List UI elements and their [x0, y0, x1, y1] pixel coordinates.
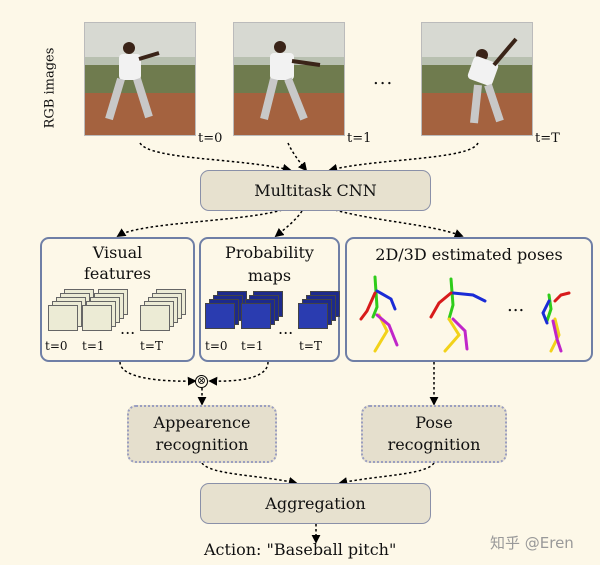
multitask-cnn-label: Multitask CNN — [254, 181, 377, 200]
aggregation-box: Aggregation — [200, 483, 431, 524]
pose-recognition-line1: Pose — [415, 412, 453, 432]
estimated-poses-title: 2D/3D estimated poses — [375, 245, 563, 264]
probability-maps-ellipsis: ... — [278, 319, 294, 338]
watermark: 知乎 @Eren — [490, 534, 574, 552]
arrow-frameT-to-cnn — [328, 142, 479, 173]
rgb-frame-tT — [421, 22, 533, 136]
rgb-frame-t0 — [84, 22, 196, 136]
arrow-cnn-to-poses — [334, 209, 464, 238]
rgb-images-label: RGB images — [42, 47, 58, 129]
rgb-frame-t1 — [233, 22, 345, 136]
estimated-poses-panel: 2D/3D estimated poses — [345, 237, 593, 362]
appearance-recognition-box: Appearence recognition — [127, 405, 277, 463]
frame-label-tT: t=T — [535, 131, 560, 146]
prob-label-t1: t=1 — [241, 339, 264, 353]
frame-label-t0: t=0 — [198, 131, 223, 146]
pose-recognition-box: Pose recognition — [361, 405, 507, 463]
combine-symbol: ⊗ — [195, 374, 208, 388]
frame-label-t1: t=1 — [347, 131, 372, 146]
pose-recognition-line2: recognition — [387, 435, 481, 454]
probability-maps-title-line2: maps — [247, 266, 292, 285]
visual-label-t0: t=0 — [45, 339, 68, 353]
frames-ellipsis: ... — [373, 68, 394, 89]
arrow-frame1-to-cnn — [287, 142, 308, 172]
action-output: Action: "Baseball pitch" — [204, 540, 397, 559]
appearance-recognition-line1: Appearence — [153, 412, 251, 432]
arrow-poserec-to-agg — [338, 462, 435, 487]
visual-label-t1: t=1 — [82, 339, 105, 353]
probability-maps-panel: Probability maps ... t=0 t=1 t=T — [199, 237, 340, 362]
arrow-cnn-to-visual — [116, 209, 283, 237]
visual-features-title-line2: features — [84, 264, 151, 283]
visual-features-title-line1: Visual — [92, 243, 143, 262]
appearance-recognition-line2: recognition — [155, 435, 249, 454]
arrow-cnn-to-prob — [274, 210, 303, 238]
poses-ellipsis: ... — [507, 295, 525, 316]
prob-label-t0: t=0 — [205, 339, 228, 353]
multitask-cnn-box: Multitask CNN — [200, 170, 431, 211]
arrow-frame0-to-cnn — [139, 142, 292, 173]
visual-features-ellipsis: ... — [120, 319, 136, 338]
probability-maps-title-line1: Probability — [225, 243, 314, 262]
arrow-appearance-to-agg — [201, 462, 298, 486]
arrow-prob-to-combine — [208, 361, 269, 386]
visual-label-tT: t=T — [140, 339, 163, 353]
prob-label-tT: t=T — [299, 339, 322, 353]
pose-skeletons — [359, 275, 571, 353]
visual-features-panel: Visual features ... t=0 t=1 t=T — [40, 237, 195, 362]
aggregation-label: Aggregation — [265, 494, 366, 513]
arrow-visual-to-combine — [119, 361, 197, 386]
